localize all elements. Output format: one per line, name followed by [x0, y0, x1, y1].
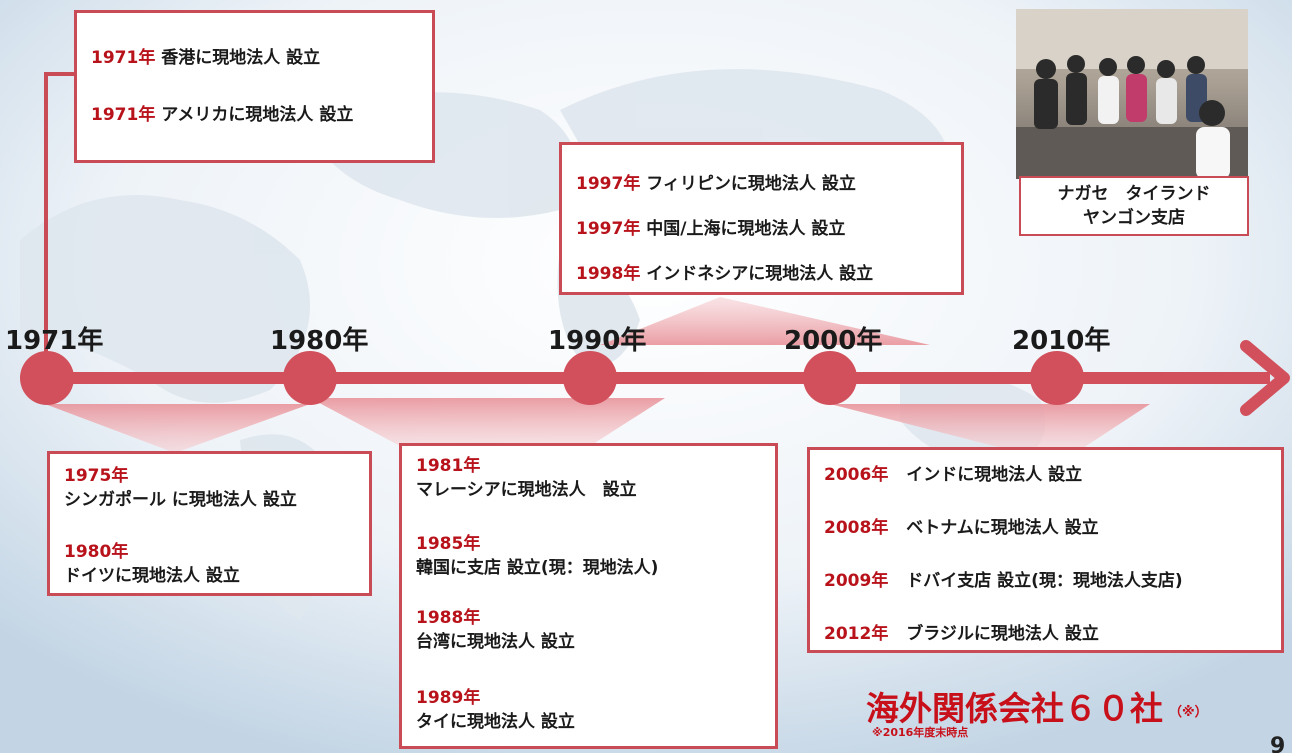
event-year: 2012年 — [824, 624, 889, 644]
timeline-arrowhead — [1240, 340, 1290, 416]
event-item: 1998年 インドネシアに現地法人 設立 — [576, 259, 873, 284]
event-text: マレーシアに現地法人 設立 — [416, 480, 637, 500]
event-item: 1997年 フィリピンに現地法人 設立 — [576, 169, 856, 194]
office-photo — [1016, 9, 1248, 179]
event-text: ブラジルに現地法人 設立 — [906, 624, 1099, 644]
decade-dot-1980 — [283, 351, 337, 405]
event-text: ベトナムに現地法人 設立 — [906, 518, 1099, 538]
event-year: 1975年 — [64, 466, 129, 486]
summary-main: 海外関係会社６０社 — [866, 689, 1163, 728]
page-number: 9 — [1270, 734, 1286, 753]
event-year: 1980年 — [64, 542, 129, 562]
connector-1971 — [44, 72, 48, 380]
event-item: 1971年 香港に現地法人 設立 — [91, 43, 320, 68]
caption-line: ナガセ タイランド — [1057, 184, 1211, 204]
affiliate-summary: 海外関係会社６０社 （※） — [866, 682, 1208, 730]
event-text: アメリカに現地法人 設立 — [161, 105, 354, 125]
event-year: 1998年 — [576, 264, 641, 284]
event-item: 1989年 タイに現地法人 設立 — [416, 686, 575, 734]
event-year: 1989年 — [416, 688, 481, 708]
event-text: 香港に現地法人 設立 — [161, 48, 321, 68]
event-year: 1971年 — [91, 48, 156, 68]
event-item: 1981年 マレーシアに現地法人 設立 — [416, 454, 637, 502]
event-year: 2006年 — [824, 465, 889, 485]
event-box-1971: 1971年 香港に現地法人 設立 1971年 アメリカに現地法人 設立 — [74, 10, 435, 163]
event-item: 1997年 中国/上海に現地法人 設立 — [576, 214, 845, 239]
event-box-1975: 1975年 シンガポール に現地法人 設立 1980年 ドイツに現地法人 設立 — [47, 451, 372, 596]
timeline-bar — [30, 372, 1270, 384]
event-item: 1988年 台湾に現地法人 設立 — [416, 606, 575, 654]
summary-mark: （※） — [1169, 705, 1208, 720]
event-text: 台湾に現地法人 設立 — [416, 632, 575, 652]
connector-1971-top — [44, 72, 78, 76]
event-item: 1985年 韓国に支店 設立(現：現地法人) — [416, 532, 658, 580]
decade-label-2000: 2000年 — [784, 326, 883, 356]
decade-dot-2010 — [1030, 351, 1084, 405]
decade-dot-1971 — [20, 351, 74, 405]
event-item: 2006年 インドに現地法人 設立 — [824, 460, 1082, 485]
event-box-1981: 1981年 マレーシアに現地法人 設立 1985年 韓国に支店 設立(現：現地法… — [399, 443, 778, 749]
event-item: 2009年 ドバイ支店 設立(現：現地法人支店) — [824, 566, 1183, 591]
event-item: 1980年 ドイツに現地法人 設立 — [64, 540, 240, 588]
event-box-1997: 1997年 フィリピンに現地法人 設立 1997年 中国/上海に現地法人 設立 … — [559, 142, 964, 295]
event-year: 1971年 — [91, 105, 156, 125]
event-text: タイに現地法人 設立 — [416, 712, 575, 732]
wedge-1975 — [45, 404, 310, 453]
decade-label-2010: 2010年 — [1012, 326, 1111, 356]
event-text: ドバイ支店 設立(現：現地法人支店) — [906, 571, 1183, 591]
event-text: ドイツに現地法人 設立 — [64, 566, 240, 586]
event-item: 1971年 アメリカに現地法人 設立 — [91, 100, 353, 125]
wedge-1981 — [310, 398, 665, 446]
event-item: 2012年 ブラジルに現地法人 設立 — [824, 619, 1099, 644]
event-text: 韓国に支店 設立(現：現地法人) — [416, 558, 659, 578]
event-text: フィリピンに現地法人 設立 — [646, 174, 856, 194]
event-year: 1981年 — [416, 456, 481, 476]
decade-label-1990: 1990年 — [548, 326, 647, 356]
summary-footnote: ※2016年度末時点 — [872, 726, 969, 739]
event-year: 2009年 — [824, 571, 889, 591]
event-year: 1997年 — [576, 219, 641, 239]
caption-line: ヤンゴン支店 — [1083, 208, 1185, 228]
event-year: 1985年 — [416, 534, 481, 554]
decade-label-1971: 1971年 — [5, 326, 104, 356]
decade-dot-2000 — [803, 351, 857, 405]
group-photo-illustration — [1016, 9, 1248, 179]
event-item: 1975年 シンガポール に現地法人 設立 — [64, 464, 297, 512]
event-year: 1997年 — [576, 174, 641, 194]
event-text: インドに現地法人 設立 — [906, 465, 1083, 485]
event-text: シンガポール に現地法人 設立 — [64, 490, 297, 510]
event-year: 1988年 — [416, 608, 481, 628]
event-text: インドネシアに現地法人 設立 — [646, 264, 874, 284]
event-item: 2008年 ベトナムに現地法人 設立 — [824, 513, 1099, 538]
decade-label-1980: 1980年 — [270, 326, 369, 356]
photo-caption: ナガセ タイランド ヤンゴン支店 — [1019, 176, 1249, 236]
decade-dot-1990 — [563, 351, 617, 405]
wedge-2006 — [830, 404, 1150, 450]
event-box-2006: 2006年 インドに現地法人 設立 2008年 ベトナムに現地法人 設立 200… — [807, 447, 1284, 653]
event-year: 2008年 — [824, 518, 889, 538]
event-text: 中国/上海に現地法人 設立 — [646, 219, 846, 239]
wedge-1997 — [600, 297, 930, 345]
